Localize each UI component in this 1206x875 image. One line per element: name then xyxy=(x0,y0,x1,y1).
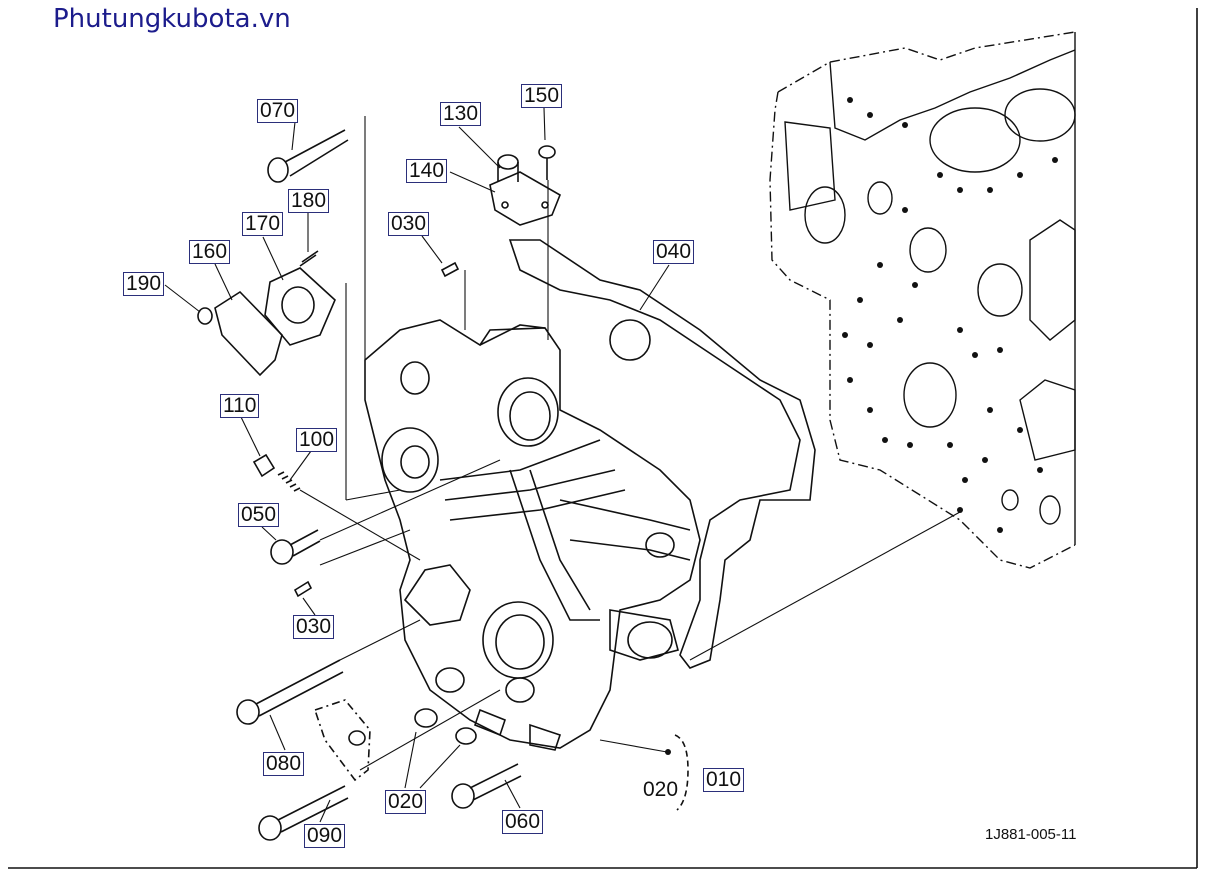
plugs-020 xyxy=(414,708,477,745)
stud-180 xyxy=(299,250,319,267)
part-label-170[interactable]: 170 xyxy=(242,212,284,236)
engine-block-holes xyxy=(842,97,1058,533)
bolt-080 xyxy=(236,659,344,725)
gear-case xyxy=(364,319,701,751)
part-label-010[interactable]: 010 xyxy=(703,768,745,792)
engine-block xyxy=(769,31,1076,569)
bolt-050 xyxy=(270,529,321,565)
leader-lines xyxy=(164,107,961,823)
part-label-060[interactable]: 060 xyxy=(502,810,544,834)
part-label-080[interactable]: 080 xyxy=(263,752,305,776)
part-label-070[interactable]: 070 xyxy=(257,99,299,123)
bolt-090 xyxy=(258,785,349,841)
part-label-180[interactable]: 180 xyxy=(288,189,330,213)
part-label-030-lower[interactable]: 030 xyxy=(293,615,335,639)
water-flange-130-140 xyxy=(489,154,562,226)
part-label-150[interactable]: 150 xyxy=(521,84,563,108)
lifting-bracket xyxy=(313,699,371,782)
part-label-140[interactable]: 140 xyxy=(406,159,448,183)
part-label-160[interactable]: 160 xyxy=(189,240,231,264)
assembly-dot xyxy=(665,749,671,755)
gasket-170 xyxy=(264,267,336,346)
bolt-070 xyxy=(267,129,349,183)
gasket-040 xyxy=(508,239,816,669)
part-label-040[interactable]: 040 xyxy=(653,240,695,264)
part-label-090[interactable]: 090 xyxy=(304,824,346,848)
part-label-110[interactable]: 110 xyxy=(220,394,260,418)
part-label-030-upper[interactable]: 030 xyxy=(388,212,430,236)
spring-100 xyxy=(277,471,301,492)
part-label-050[interactable]: 050 xyxy=(238,503,280,527)
part-label-100[interactable]: 100 xyxy=(296,428,338,452)
bracket-hole xyxy=(348,730,366,746)
bolt-150 xyxy=(538,145,556,180)
part-label-020-assembly: 020 xyxy=(643,778,679,801)
nut-190 xyxy=(197,307,213,325)
site-title[interactable]: Phutungkubota.vn xyxy=(53,4,291,34)
part-label-130[interactable]: 130 xyxy=(440,102,482,126)
cover-160 xyxy=(214,290,283,377)
pin-030-lower xyxy=(293,580,313,598)
assembly-bracket xyxy=(674,734,689,811)
diagram-code: 1J881-005-11 xyxy=(985,826,1077,843)
part-label-190[interactable]: 190 xyxy=(123,272,165,296)
plug-110 xyxy=(252,453,276,478)
pin-030-upper xyxy=(440,261,460,278)
bolt-060 xyxy=(451,763,522,809)
part-label-020[interactable]: 020 xyxy=(385,790,427,814)
gasket-hole xyxy=(609,319,651,361)
